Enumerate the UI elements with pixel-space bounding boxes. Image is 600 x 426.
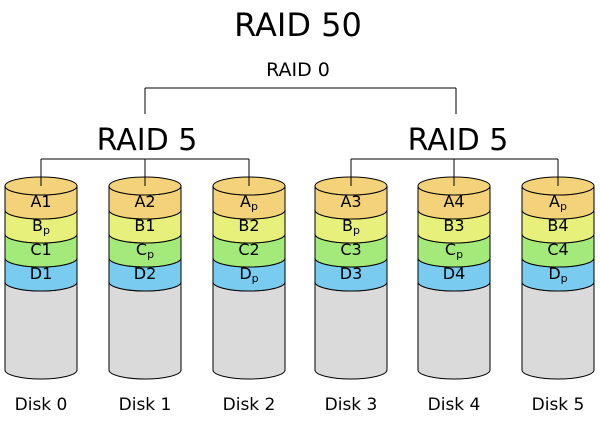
block-main: A1: [30, 192, 51, 211]
block-main: D: [239, 264, 251, 283]
disk-label: Disk 5: [532, 395, 585, 415]
block-label: Dp: [548, 264, 567, 285]
block-main: A: [240, 192, 251, 211]
raid0-connector: [144, 87, 457, 114]
block-main: B1: [134, 216, 155, 235]
disk-label: Disk 1: [119, 395, 172, 415]
raid0-label: RAID 0: [266, 59, 330, 81]
block-label: C3: [340, 240, 361, 259]
diagram-title: RAID 50: [234, 6, 362, 44]
block-main: B3: [443, 216, 464, 235]
block-label: D1: [30, 264, 53, 283]
block-sub: p: [560, 200, 567, 213]
block-main: A4: [443, 192, 464, 211]
disk-label: Disk 4: [428, 395, 481, 415]
block-label: C1: [30, 240, 51, 259]
block-label: D2: [134, 264, 157, 283]
block-sub: p: [353, 224, 360, 237]
block-main: C2: [238, 240, 259, 259]
disk-body: [314, 281, 388, 380]
block-label: Bp: [342, 216, 360, 237]
block-label: B4: [547, 216, 568, 235]
block-main: D1: [30, 264, 53, 283]
block-label: B1: [134, 216, 155, 235]
block-label: Ap: [549, 192, 567, 213]
block-label: D3: [340, 264, 363, 283]
block-label: Dp: [239, 264, 258, 285]
block-label: Bp: [32, 216, 50, 237]
block-label: C4: [547, 240, 568, 259]
block-main: C3: [340, 240, 361, 259]
disk-label: Disk 3: [325, 395, 378, 415]
block-main: B4: [547, 216, 568, 235]
raid5-group-right-label: RAID 5: [408, 123, 509, 158]
disk-body: [212, 281, 286, 380]
block-main: B2: [238, 216, 259, 235]
block-main: C4: [547, 240, 568, 259]
block-sub: p: [43, 224, 50, 237]
raid5-group-left-label: RAID 5: [97, 123, 198, 158]
block-sub: p: [252, 272, 259, 285]
block-main: D3: [340, 264, 363, 283]
block-label: A3: [340, 192, 361, 211]
disk-label: Disk 0: [15, 395, 68, 415]
block-main: C: [136, 240, 147, 259]
block-main: D4: [443, 264, 466, 283]
disk-body: [4, 281, 78, 380]
block-main: A2: [134, 192, 155, 211]
block-label: Cp: [136, 240, 154, 261]
block-main: D2: [134, 264, 157, 283]
block-label: Ap: [240, 192, 258, 213]
block-main: B: [342, 216, 353, 235]
block-main: A: [549, 192, 560, 211]
block-sub: p: [456, 248, 463, 261]
disk-body: [108, 281, 182, 380]
block-main: B: [32, 216, 43, 235]
block-label: B3: [443, 216, 464, 235]
block-sub: p: [251, 200, 258, 213]
block-label: A4: [443, 192, 464, 211]
block-sub: p: [147, 248, 154, 261]
block-main: C: [445, 240, 456, 259]
block-label: B2: [238, 216, 259, 235]
disk-body: [521, 281, 595, 380]
block-label: A2: [134, 192, 155, 211]
disk-label: Disk 2: [223, 395, 276, 415]
block-main: A3: [340, 192, 361, 211]
block-main: C1: [30, 240, 51, 259]
disk-body: [417, 281, 491, 380]
block-sub: p: [561, 272, 568, 285]
block-main: D: [548, 264, 560, 283]
block-label: D4: [443, 264, 466, 283]
block-label: A1: [30, 192, 51, 211]
block-label: C2: [238, 240, 259, 259]
block-label: Cp: [445, 240, 463, 261]
